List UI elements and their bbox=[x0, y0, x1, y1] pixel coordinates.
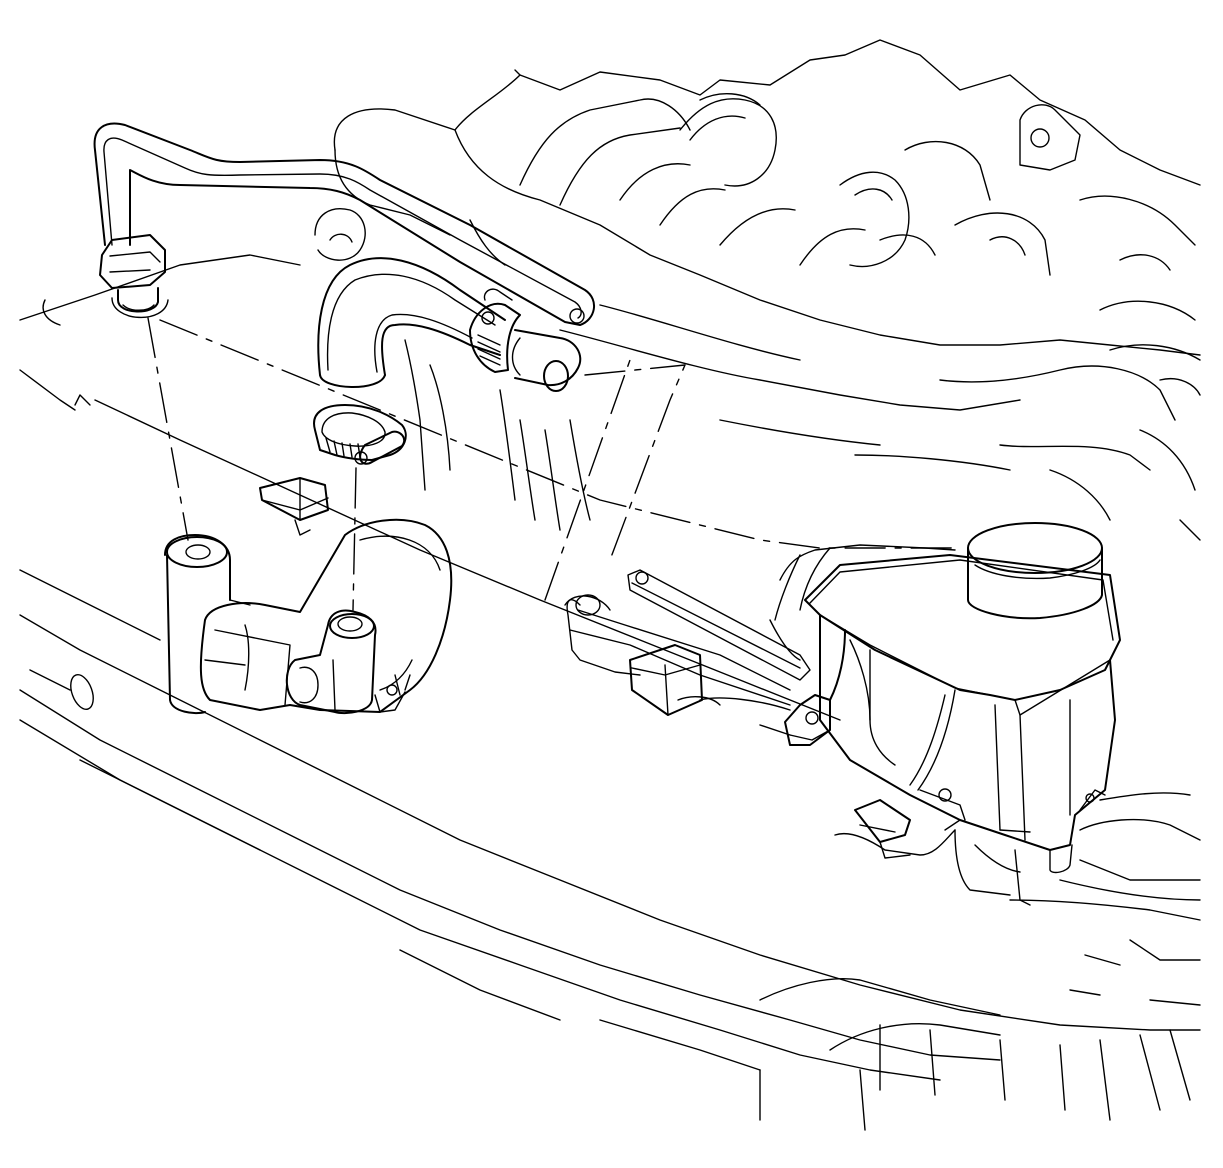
metal-line-with-fitting-icon bbox=[93, 122, 595, 326]
reservoir-cap-icon bbox=[967, 522, 1103, 620]
engine-intake-manifold-icon bbox=[314, 39, 1201, 541]
tube-routing bbox=[404, 339, 956, 736]
pump-icon bbox=[164, 518, 453, 715]
radiator-support-icon bbox=[19, 254, 1201, 1131]
pump-inlet-elbow-icon bbox=[285, 609, 377, 715]
reservoir-icon bbox=[804, 554, 1121, 874]
leader-lines bbox=[147, 317, 961, 611]
hose-upper-elbow-icon bbox=[317, 257, 582, 392]
reservoir-bracket-icon bbox=[784, 629, 1031, 906]
retaining-clip-icon bbox=[259, 477, 721, 716]
hose-clamp-upper-icon bbox=[313, 404, 407, 465]
